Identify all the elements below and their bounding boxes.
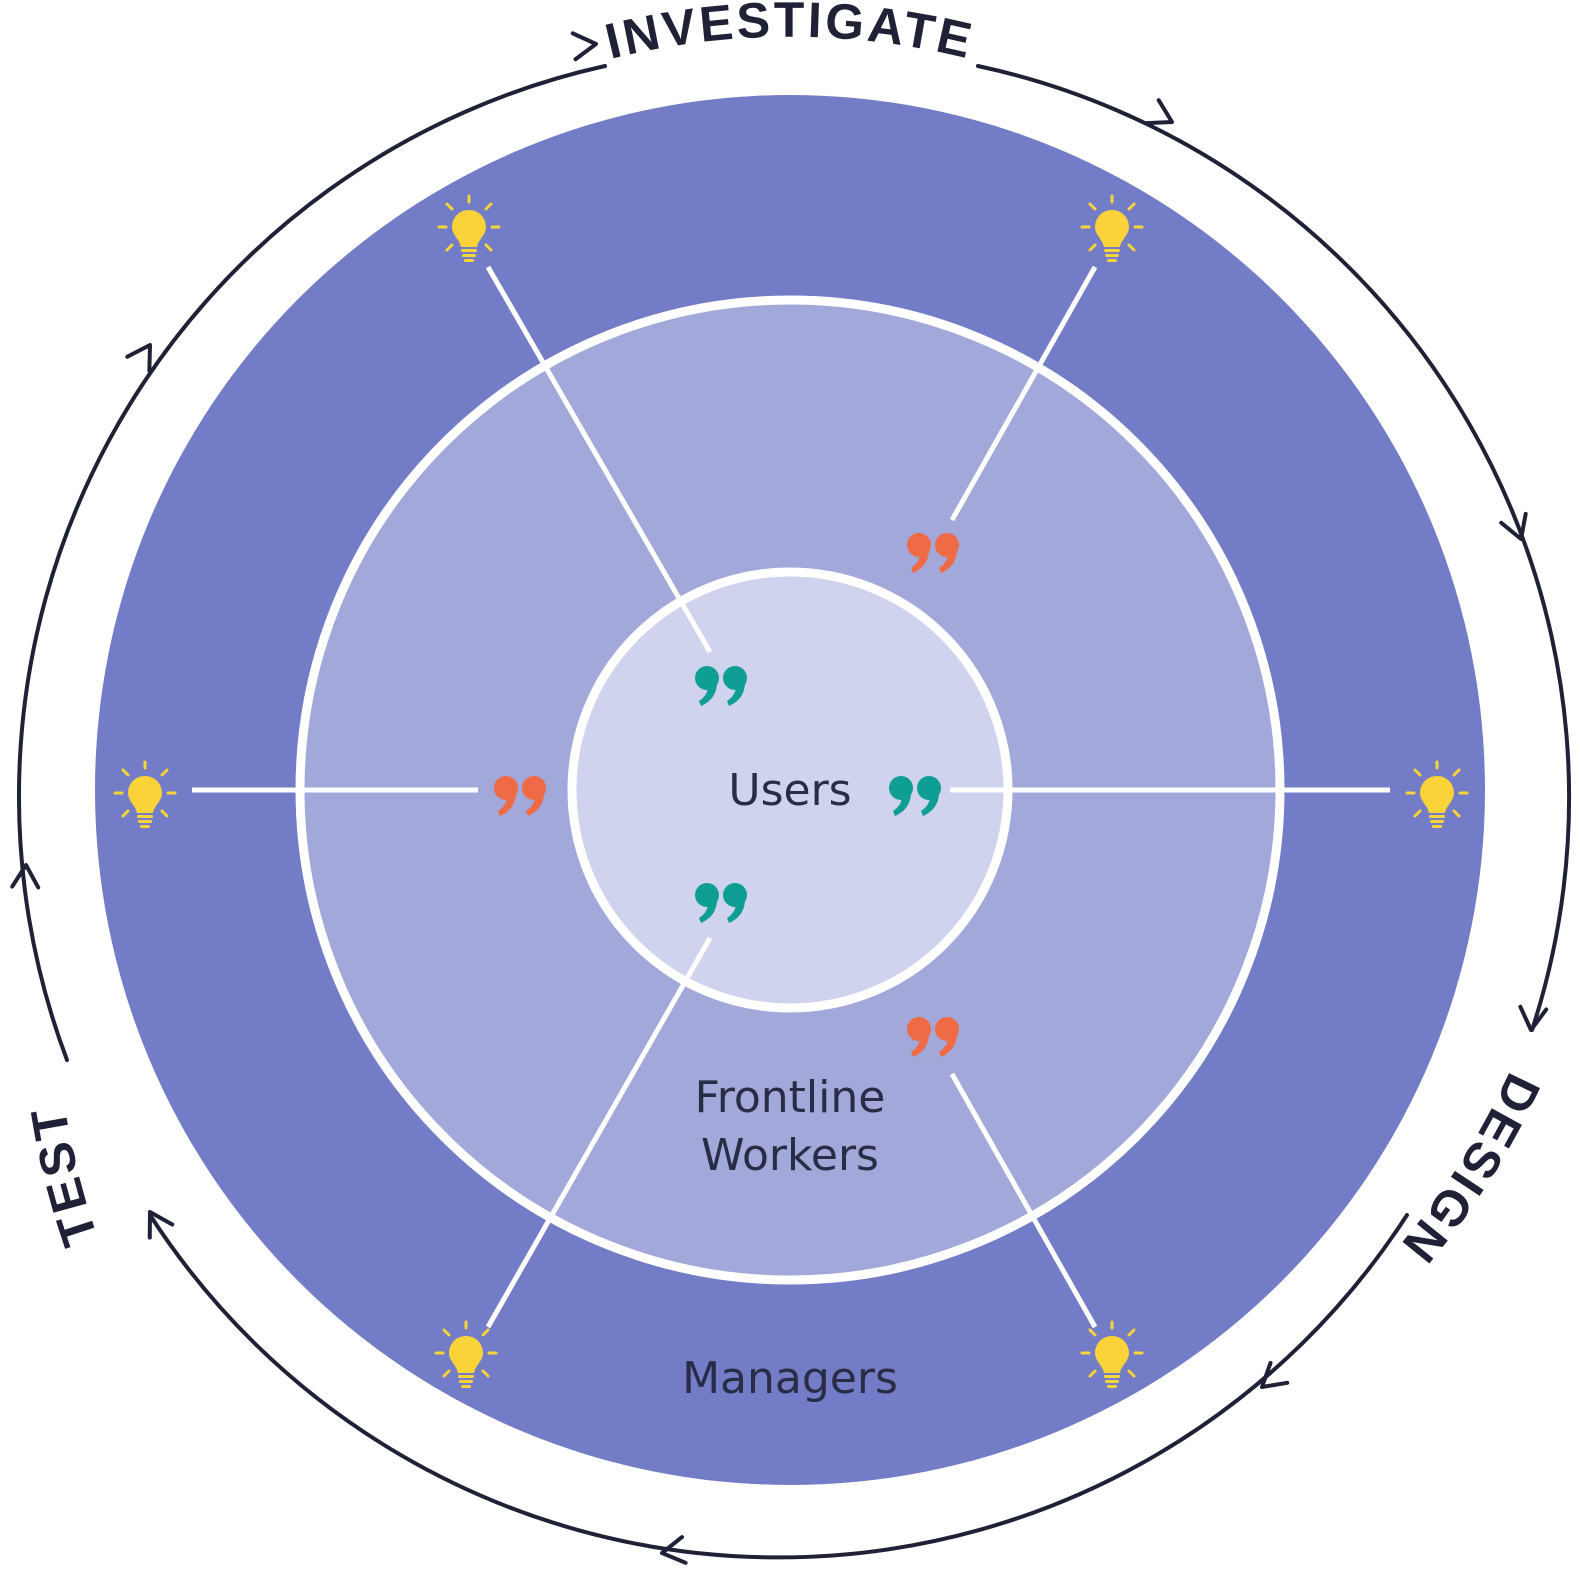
cycle-arc-top-right: [976, 64, 1572, 1032]
investigate-label: INVESTIGATE: [600, 0, 980, 70]
divider-lower-left: [485, 936, 713, 1329]
arrowhead-bottom-right: [1260, 1360, 1290, 1389]
arrowhead-top-left: [570, 31, 598, 62]
test-label: TEST: [20, 1101, 109, 1252]
cycle-arc-bottom: [148, 1213, 1409, 1560]
arrowhead-right: [1499, 511, 1528, 541]
users-label: Users: [728, 765, 851, 816]
arrowhead-upper-right: [1144, 98, 1174, 126]
divider-upper-left: [485, 265, 713, 654]
arrowhead-left: [10, 863, 41, 890]
arrowhead-upper-left: [125, 343, 152, 373]
managers-label: Managers: [682, 1353, 898, 1404]
frontline-label-line2: Workers: [701, 1130, 879, 1181]
design-label-text: DESIGN: [1390, 1065, 1548, 1275]
divider-upper-right: [949, 265, 1098, 522]
investigate-label-text: INVESTIGATE: [600, 0, 977, 70]
cycle-arrowheads: [10, 31, 1549, 1565]
frontline-label-line1: Frontline: [695, 1072, 886, 1123]
arrowhead-lower-right: [1518, 1004, 1549, 1032]
divider-lines: [192, 265, 1390, 1329]
divider-lower-right: [949, 1072, 1098, 1329]
arrowhead-lower-left: [147, 1210, 175, 1240]
test-label-text: TEST: [20, 1101, 106, 1252]
design-label: DESIGN: [1390, 1065, 1551, 1275]
arrowhead-bottom: [660, 1535, 688, 1565]
